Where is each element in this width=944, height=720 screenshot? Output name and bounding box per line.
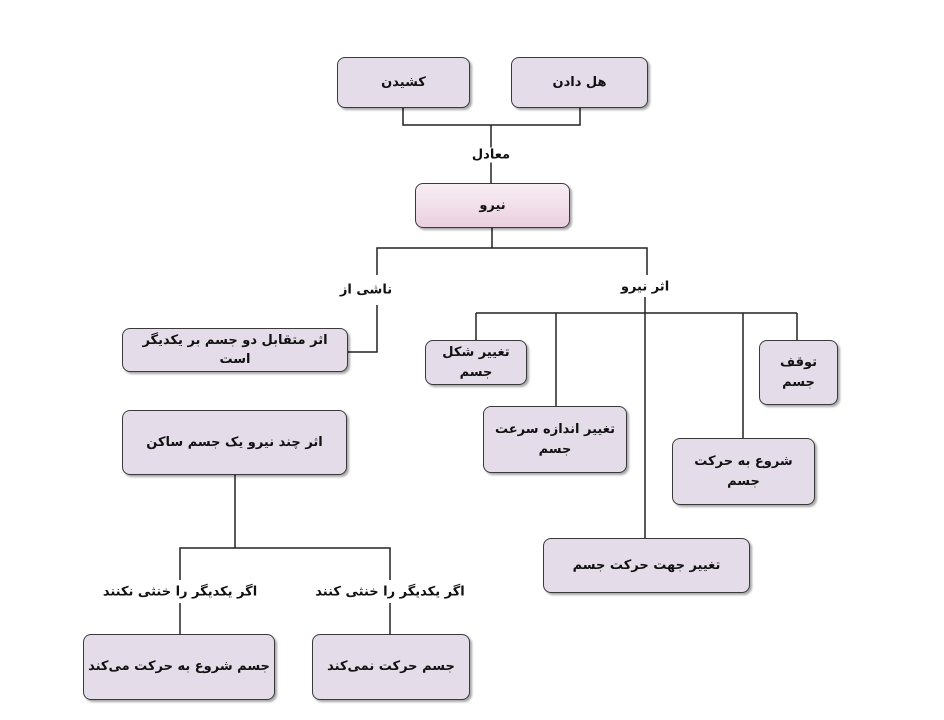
force-effect-label: اثر نیرو [618, 279, 672, 295]
stop-label: توقف جسم [779, 355, 818, 390]
direction-change-box: تغییر جهت حرکت جسم [543, 538, 750, 593]
force-box: نیرو [415, 183, 570, 228]
forces-on-rest-label: اثر چند نیرو یک جسم ساکن [146, 434, 323, 450]
not-cancel-label: اگر یکدیگر را خنثی نکنند [100, 584, 260, 600]
shape-change-box: تغییر شکل جسم [425, 340, 527, 385]
speed-change-box: تغییر اندازه سرعت جسم [483, 406, 627, 473]
push-box: هل دادن [511, 57, 648, 108]
speed-change-label: تغییر اندازه سرعت جسم [495, 422, 615, 457]
caused-by-label: ناشی از [337, 282, 395, 298]
cancel-label: اگر یکدیگر را خنثی کنند [313, 584, 467, 600]
starts-moving-box: جسم شروع به حرکت می‌کند [83, 634, 275, 700]
stop-box: توقف جسم [759, 340, 838, 405]
shape-change-label: تغییر شکل جسم [442, 345, 510, 380]
push-label: هل دادن [552, 74, 607, 90]
mutual-interaction-box: اثر متقابل دو جسم بر یکدیگر است [122, 328, 348, 372]
pull-box: کشیدن [337, 57, 470, 108]
no-motion-label: جسم حرکت نمی‌کند [327, 659, 455, 675]
no-motion-box: جسم حرکت نمی‌کند [312, 634, 470, 700]
force-label: نیرو [479, 197, 506, 213]
mutual-interaction-label: اثر متقابل دو جسم بر یکدیگر است [142, 332, 328, 368]
direction-change-label: تغییر جهت حرکت جسم [572, 557, 721, 573]
start-motion-box: شروع به حرکت جسم [672, 438, 815, 505]
start-motion-label: شروع به حرکت جسم [694, 454, 793, 489]
starts-moving-label: جسم شروع به حرکت می‌کند [88, 659, 270, 675]
pull-label: کشیدن [381, 74, 426, 90]
forces-on-rest-box: اثر چند نیرو یک جسم ساکن [122, 410, 347, 475]
equivalent-label: معادل [469, 147, 513, 163]
